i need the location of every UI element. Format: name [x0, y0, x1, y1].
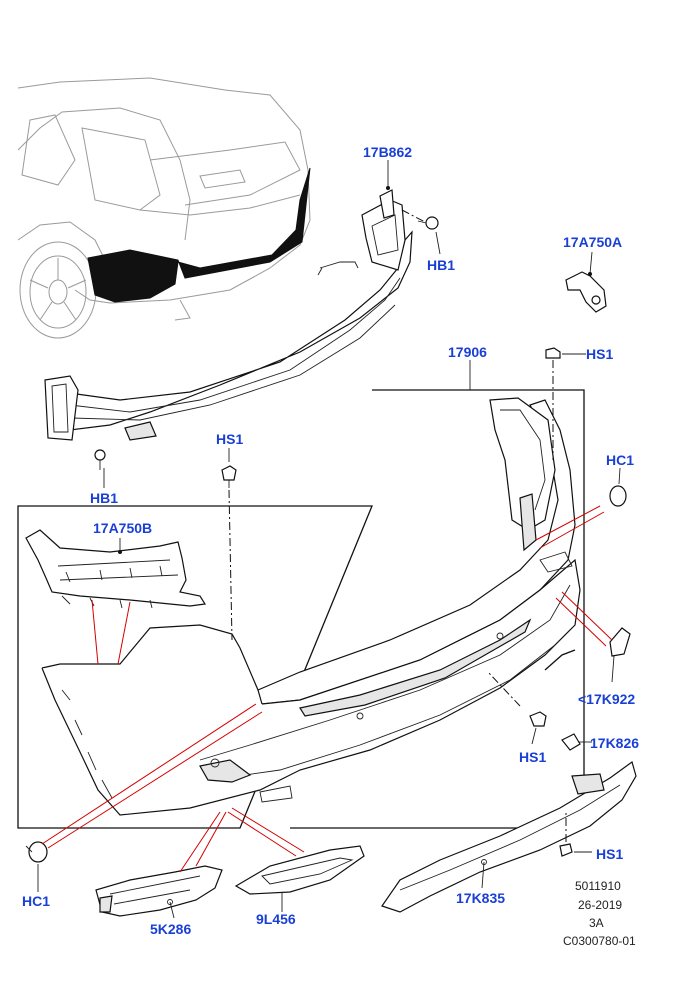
reference-number: 5011910 [575, 879, 621, 893]
sensor-17K922 [609, 627, 631, 657]
callout-5K286[interactable]: 5K286 [150, 921, 191, 937]
callout-17K835[interactable]: 17K835 [456, 890, 505, 906]
clip-17K826 [561, 733, 581, 751]
bracket-17A750B [25, 529, 207, 609]
black-bumper-highlight [87, 167, 311, 303]
callout-17A750B[interactable]: 17A750B [93, 520, 152, 536]
clip-hc1-left [25, 841, 48, 863]
callout-hc1-right[interactable]: HC1 [606, 452, 634, 468]
reference-block: 5011910 26-2019 3A C0300780-01 [563, 879, 636, 948]
bumper-reinforcement-beam [44, 189, 439, 470]
fastener-hs1-low [487, 671, 547, 727]
callout-hb1-top[interactable]: HB1 [427, 257, 455, 273]
valance-17K835 [381, 761, 637, 913]
callout-17K826[interactable]: 17K826 [590, 735, 639, 751]
clip-hc1-right [609, 485, 627, 507]
bracket-17A750A [565, 271, 607, 313]
bracket-5K286 [95, 865, 223, 917]
callout-hs1-low[interactable]: HS1 [519, 749, 546, 765]
vehicle-outline [17, 77, 311, 339]
callout-17906[interactable]: 17906 [448, 344, 487, 360]
callout-17A750A[interactable]: 17A750A [563, 234, 622, 250]
reference-date: 26-2019 [578, 898, 622, 912]
callout-hc1-left[interactable]: HC1 [22, 893, 50, 909]
trim-9L456 [234, 845, 365, 895]
callout-17K922[interactable]: <17K922 [578, 691, 635, 707]
reference-code: C0300780-01 [563, 934, 636, 948]
reference-revision: 3A [589, 916, 604, 930]
callout-9L456[interactable]: 9L456 [256, 911, 296, 927]
fastener-hs1-top [545, 347, 561, 460]
callout-hs1-bottom[interactable]: HS1 [596, 846, 623, 862]
fastener-hs1-bottom [559, 810, 573, 857]
red-leader-lines [41, 505, 613, 873]
callout-hb1-left[interactable]: HB1 [90, 490, 118, 506]
callout-17B862[interactable]: 17B862 [363, 144, 412, 160]
callout-hs1-top[interactable]: HS1 [586, 346, 613, 362]
callout-hs1-mid[interactable]: HS1 [216, 431, 243, 447]
bumper-cover [41, 397, 581, 816]
assembly-frame [17, 389, 585, 829]
fastener-hs1-mid [221, 465, 237, 641]
callout-leaders [37, 160, 621, 919]
